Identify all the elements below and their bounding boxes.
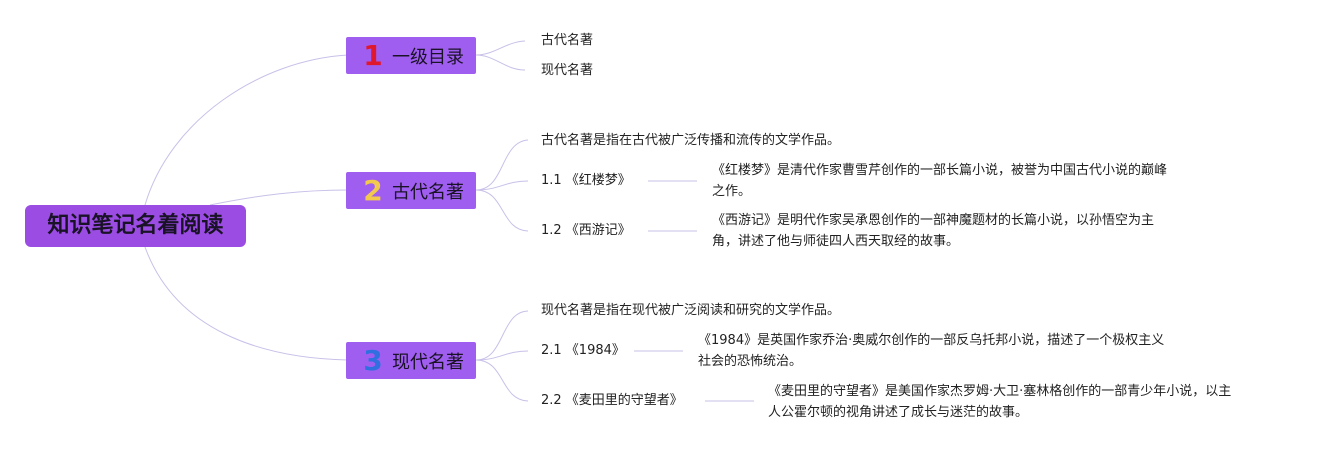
branch-2-item-2-desc-line-1: 《西游记》是明代作家吴承恩创作的一部神魔题材的长篇小说，以孙悟空为主	[712, 213, 1155, 228]
branch-3-item-1-line	[475, 350, 529, 361]
branch-2-item-1-desc-line-1: 《红楼梦》是清代作家曹雪芹创作的一部长篇小说，被誉为中国古代小说的巅峰	[712, 163, 1168, 178]
branch-2-item-1-desc[interactable]: 《红楼梦》是清代作家曹雪芹创作的一部长篇小说，被誉为中国古代小说的巅峰 之作。	[712, 160, 1167, 202]
branch-3-item-2-line	[475, 359, 529, 402]
branch-3-item-2-desc[interactable]: 《麦田里的守望者》是美国作家杰罗姆·大卫·塞林格创作的一部青少年小说，以主 人公…	[768, 381, 1231, 423]
branch-number-1: 1	[363, 39, 383, 72]
branch-2-item-1-desc-line-2: 之作。	[712, 184, 752, 199]
root-title: 知识笔记名着阅读	[47, 213, 224, 238]
root-to-branch-1-line	[144, 54, 349, 206]
branch-label-1: 一级目录	[392, 46, 464, 68]
branch-2-item-1-line	[475, 180, 529, 191]
branch-2-item-2-title[interactable]: 1.2 《西游记》	[541, 223, 631, 238]
branch-3-item-1-desc-line-2: 社会的恐怖统治。	[698, 354, 803, 369]
branch-number-2: 2	[363, 174, 383, 207]
branch-node-1[interactable]: 1 一级目录	[346, 37, 476, 74]
branch-2-item-2-desc-line-2: 角，讲述了他与师徒四人西天取经的故事。	[712, 234, 960, 249]
branch-label-2: 古代名著	[392, 181, 464, 203]
branch-3-item-1-desc[interactable]: 《1984》是英国作家乔治·奥威尔创作的一部反乌托邦小说，描述了一个极权主义 社…	[698, 330, 1164, 372]
root-node[interactable]: 知识笔记名着阅读	[25, 205, 246, 247]
branch-node-2[interactable]: 2 古代名著	[346, 172, 476, 209]
root-to-branch-2-line	[209, 189, 349, 206]
branch-2-item-1-title[interactable]: 1.1 《红楼梦》	[541, 173, 631, 188]
branch-1-child-1[interactable]: 古代名著	[541, 33, 594, 48]
branch-2-item-2-line	[475, 189, 529, 232]
branch-3-item-2-desc-line-1: 《麦田里的守望者》是美国作家杰罗姆·大卫·塞林格创作的一部青少年小说，以主	[768, 384, 1232, 399]
root-to-branch-3-line	[144, 246, 349, 361]
branch-3-item-2-title[interactable]: 2.2 《麦田里的守望者》	[541, 393, 683, 408]
branch-2-intro-line	[475, 139, 529, 191]
branch-3-intro[interactable]: 现代名著是指在现代被广泛阅读和研究的文学作品。	[541, 303, 841, 318]
branch-1-child-2-line	[475, 54, 526, 71]
branch-label-3: 现代名著	[392, 351, 464, 373]
branch-1-child-2[interactable]: 现代名著	[541, 63, 594, 78]
branch-1-child-1-line	[475, 40, 526, 56]
branch-3-item-1-desc-line-1: 《1984》是英国作家乔治·奥威尔创作的一部反乌托邦小说，描述了一个极权主义	[698, 333, 1165, 348]
branch-node-3[interactable]: 3 现代名著	[346, 342, 476, 379]
branch-3-intro-line	[475, 310, 529, 361]
branch-3-item-1-title[interactable]: 2.1 《1984》	[541, 343, 625, 358]
branch-2-intro[interactable]: 古代名著是指在古代被广泛传播和流传的文学作品。	[541, 133, 841, 148]
branch-2-item-2-desc[interactable]: 《西游记》是明代作家吴承恩创作的一部神魔题材的长篇小说，以孙悟空为主 角，讲述了…	[712, 210, 1154, 252]
branch-3-item-2-desc-line-2: 人公霍尔顿的视角讲述了成长与迷茫的故事。	[768, 405, 1029, 420]
branch-number-3: 3	[363, 344, 383, 377]
